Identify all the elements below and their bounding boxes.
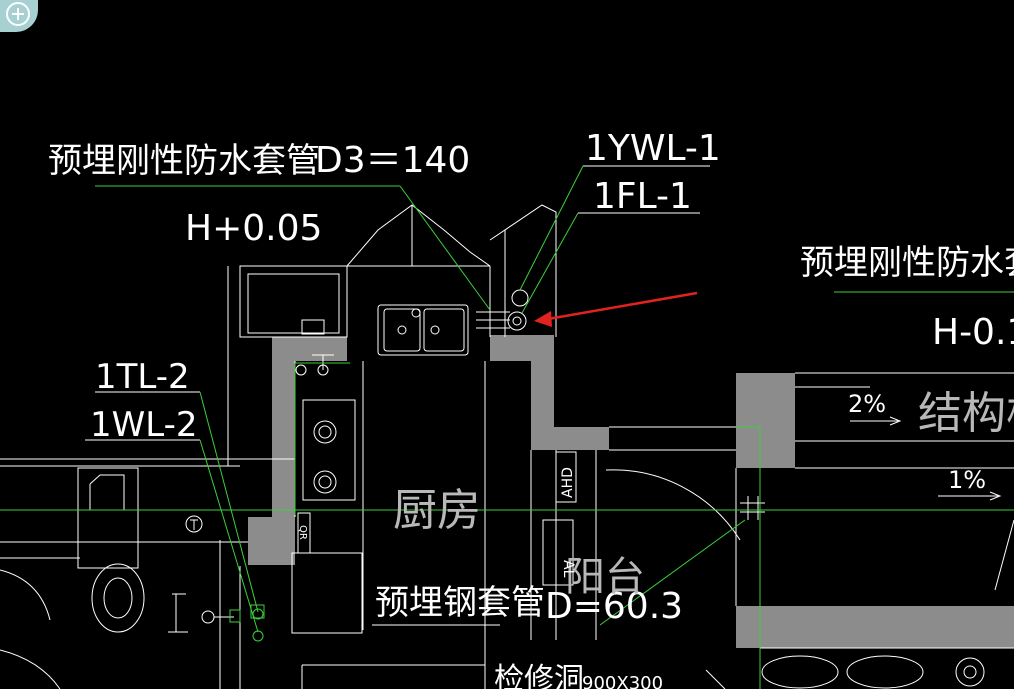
steel-sleeve-label: 预埋钢套管 [375, 583, 545, 623]
equip-ahd: AHD [560, 467, 576, 498]
red-arrow-icon [534, 291, 698, 327]
annotation-texts: 预埋刚性防水套管 D3＝140 H+0.05 1YWL-1 1FL-1 预埋刚性… [48, 128, 1014, 689]
wall-fills [248, 335, 1014, 648]
room-label-balcony: 阳台 [565, 554, 645, 600]
zoom-in-icon [6, 2, 30, 26]
equip-al: AL [560, 560, 576, 578]
access-hole-label: 检修洞 [494, 662, 584, 689]
slope-1-percent: 1% [948, 466, 986, 494]
access-hole-size: 900X300 [582, 673, 663, 689]
sleeve-height: H+0.05 [185, 208, 322, 249]
steel-sleeve-diameter: D=60.3 [545, 586, 683, 627]
pipe-tag-1wl-2: 1WL-2 [90, 405, 198, 445]
slope-2-percent: 2% [848, 390, 886, 418]
sleeve-label-left: 预埋刚性防水套管 [48, 141, 320, 181]
sleeve-label-right: 预埋刚性防水套管 [800, 243, 1014, 283]
equip-qr: QR [297, 525, 308, 540]
pipe-tag-1ywl-1: 1YWL-1 [585, 128, 721, 169]
structure-label: 结构板 [918, 388, 1014, 439]
leader-lines [0, 165, 1014, 689]
room-label-kitchen: 厨房 [393, 485, 481, 536]
pipe-tag-1fl-1: 1FL-1 [593, 176, 692, 217]
right-height: H-0.1 [932, 312, 1014, 353]
sleeve-diameter: D3＝140 [315, 140, 470, 181]
pipe-tag-1tl-2: 1TL-2 [95, 357, 190, 397]
